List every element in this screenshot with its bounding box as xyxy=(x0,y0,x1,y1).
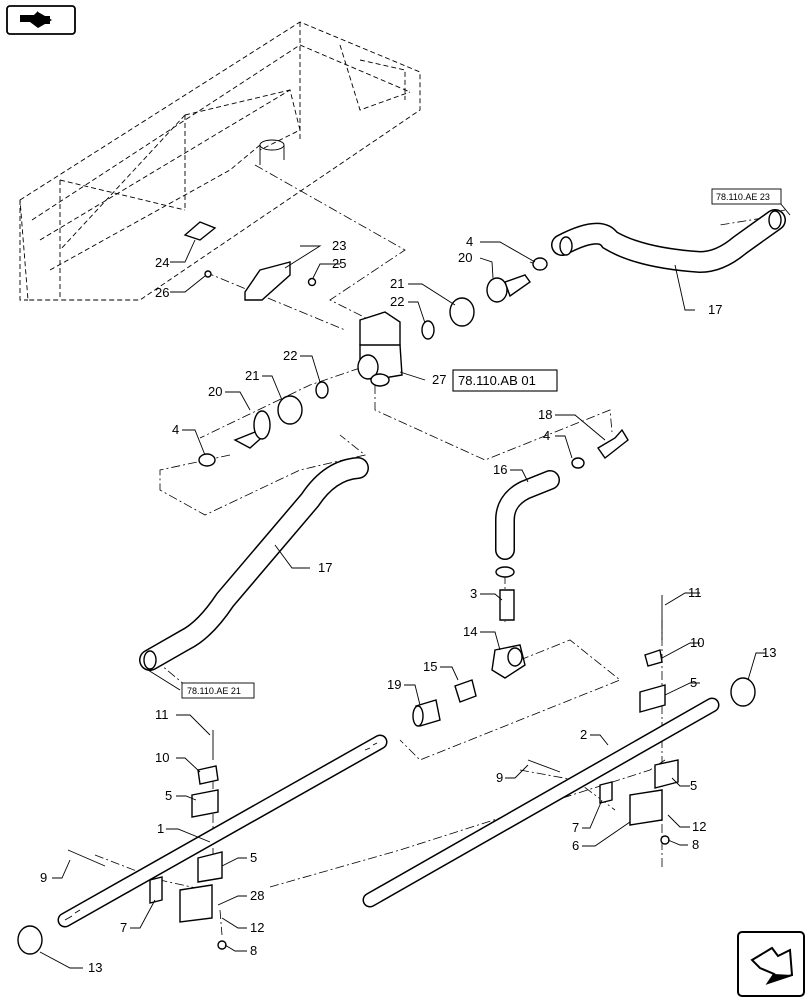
callout-12a[interactable]: 12 xyxy=(692,819,706,834)
callout-8a[interactable]: 8 xyxy=(692,837,699,852)
callout-7b[interactable]: 7 xyxy=(120,920,127,935)
callout-17a[interactable]: 17 xyxy=(708,302,722,317)
callout-18[interactable]: 18 xyxy=(538,407,552,422)
callout-labels: 23 24 25 26 4 20 21 22 17 22 21 20 4 27 … xyxy=(40,234,776,975)
assembly-lines xyxy=(94,164,786,936)
callout-16[interactable]: 16 xyxy=(493,462,507,477)
elbow-18 xyxy=(571,428,629,469)
fitting-set-left xyxy=(198,381,329,467)
callout-5d[interactable]: 5 xyxy=(250,850,257,865)
callout-17b[interactable]: 17 xyxy=(318,560,332,575)
hose-lower xyxy=(139,457,369,671)
callout-26[interactable]: 26 xyxy=(155,285,169,300)
callout-11b[interactable]: 11 xyxy=(155,707,169,722)
callout-7a[interactable]: 7 xyxy=(572,820,579,835)
leader-lines xyxy=(39,202,791,969)
callout-20a[interactable]: 20 xyxy=(458,250,472,265)
callout-13a[interactable]: 13 xyxy=(762,645,776,660)
callout-4c[interactable]: 4 xyxy=(543,428,550,443)
callout-11a[interactable]: 11 xyxy=(688,585,702,600)
callout-27[interactable]: 27 xyxy=(432,372,446,387)
reference-ae21-label: 78.110.AE 21 xyxy=(187,686,241,696)
callout-24[interactable]: 24 xyxy=(155,255,169,270)
callout-6[interactable]: 6 xyxy=(572,838,579,853)
callout-20b[interactable]: 20 xyxy=(208,384,222,399)
callout-10b[interactable]: 10 xyxy=(155,750,169,765)
pipe-1 xyxy=(57,734,388,928)
callout-5b[interactable]: 5 xyxy=(690,778,697,793)
callout-3[interactable]: 3 xyxy=(470,586,477,601)
callout-10a[interactable]: 10 xyxy=(690,635,704,650)
callout-5a[interactable]: 5 xyxy=(690,675,697,690)
callout-23[interactable]: 23 xyxy=(332,238,346,253)
callout-14[interactable]: 14 xyxy=(463,624,477,639)
bracket-23 xyxy=(183,221,317,301)
callout-22b[interactable]: 22 xyxy=(283,348,297,363)
callout-8b[interactable]: 8 xyxy=(250,943,257,958)
callout-21a[interactable]: 21 xyxy=(390,276,404,291)
book-arrow-icon[interactable] xyxy=(6,5,76,35)
callout-19[interactable]: 19 xyxy=(387,677,401,692)
callout-13b[interactable]: 13 xyxy=(88,960,102,975)
callout-28[interactable]: 28 xyxy=(250,888,264,903)
callout-9b[interactable]: 9 xyxy=(40,870,47,885)
callout-1[interactable]: 1 xyxy=(157,821,164,836)
callout-21b[interactable]: 21 xyxy=(245,368,259,383)
callout-4b[interactable]: 4 xyxy=(172,422,179,437)
fitting-set-right xyxy=(421,257,548,340)
hose-upper xyxy=(551,209,786,274)
reference-ab01-label: 78.110.AB 01 xyxy=(458,373,536,388)
callout-9a[interactable]: 9 xyxy=(496,770,503,785)
callout-15[interactable]: 15 xyxy=(423,659,437,674)
boom-frame xyxy=(19,21,421,301)
valve-27 xyxy=(357,311,403,387)
callout-12b[interactable]: 12 xyxy=(250,920,264,935)
reference-ab01[interactable]: 78.110.AB 01 xyxy=(452,369,558,392)
hardware-left xyxy=(17,730,561,955)
reference-ae23[interactable]: 78.110.AE 23 xyxy=(711,188,782,205)
next-page-arrow-icon[interactable] xyxy=(737,931,805,997)
callout-2[interactable]: 2 xyxy=(580,727,587,742)
callout-4a[interactable]: 4 xyxy=(466,234,473,249)
hose-elbow xyxy=(495,470,560,560)
reference-ae21[interactable]: 78.110.AE 21 xyxy=(181,682,255,699)
callout-25[interactable]: 25 xyxy=(332,256,346,271)
callout-5c[interactable]: 5 xyxy=(165,788,172,803)
callout-22a[interactable]: 22 xyxy=(390,294,404,309)
reference-ae23-label: 78.110.AE 23 xyxy=(716,192,770,202)
pipe-2 xyxy=(362,697,720,908)
hardware-right xyxy=(599,595,756,845)
tee-assembly xyxy=(412,566,526,727)
